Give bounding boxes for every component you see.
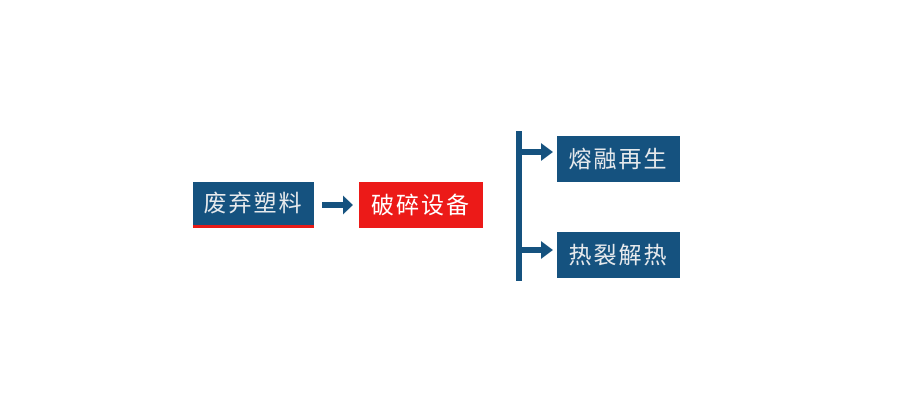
- node-melt-regeneration-label: 熔融再生: [568, 145, 669, 172]
- arrow-right-glyph: [322, 195, 353, 215]
- node-melt-regeneration[interactable]: 熔融再生: [557, 136, 680, 182]
- node-pyrolysis-heat-label: 热裂解热: [568, 241, 669, 268]
- arrow-right-icon: [322, 191, 354, 219]
- branch-connector: [508, 126, 560, 286]
- node-crushing-equipment-label: 破碎设备: [371, 191, 471, 218]
- node-crushing-equipment[interactable]: 破碎设备: [359, 182, 483, 228]
- node-pyrolysis-heat[interactable]: 热裂解热: [557, 232, 680, 278]
- node-waste-plastic-label: 废弃塑料: [203, 190, 304, 216]
- branch-arrows-glyph: [516, 131, 553, 281]
- node-waste-plastic[interactable]: 废弃塑料: [193, 182, 314, 228]
